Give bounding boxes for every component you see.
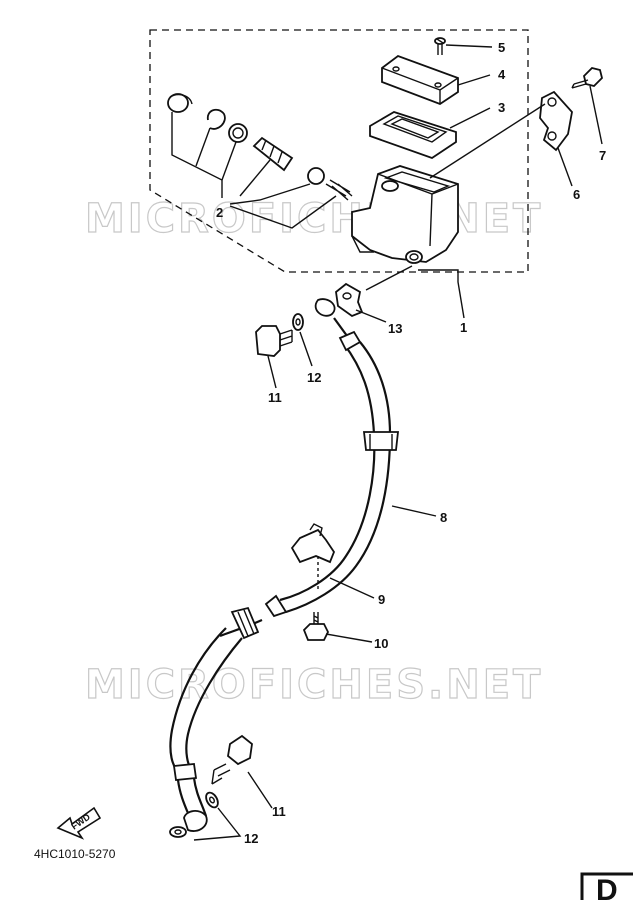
callout-12-lower: 12 — [244, 831, 258, 846]
callout-7: 7 — [599, 148, 606, 163]
callout-8: 8 — [440, 510, 447, 525]
callout-9: 9 — [378, 592, 385, 607]
part-brake-hose-8 — [169, 298, 400, 832]
callout-12-upper: 12 — [307, 370, 321, 385]
callout-4: 4 — [498, 67, 506, 82]
part-reservoir-cap-4 — [381, 54, 459, 106]
callout-5: 5 — [498, 40, 505, 55]
callout-3: 3 — [498, 100, 505, 115]
part-bracket-13 — [335, 282, 364, 318]
leader-lines — [193, 44, 603, 841]
callout-2: 2 — [216, 205, 223, 220]
part-union-bolt-11-upper — [255, 325, 293, 357]
part-union-bolt-11-lower — [211, 734, 253, 785]
callout-1: 1 — [460, 320, 467, 335]
part-master-cylinder-1 — [351, 165, 459, 264]
assembly-dashed-outline — [149, 29, 529, 273]
callout-11-lower: 11 — [272, 804, 286, 819]
part-washer-12-lower-b — [169, 826, 187, 838]
part-screw-5 — [434, 37, 446, 55]
watermark-top: MICROFICHES.NET — [85, 196, 543, 242]
watermark-bottom: MICROFICHES.NET — [85, 662, 543, 708]
callout-10: 10 — [374, 636, 388, 651]
page-letter-box: D — [580, 872, 633, 900]
diagram-code: 4HC1010-5270 — [34, 847, 116, 861]
part-holder-6 — [539, 90, 573, 152]
fwd-arrow-icon: FWD — [56, 806, 102, 840]
part-bolt-10 — [302, 612, 330, 641]
part-washer-12-lower-a — [205, 791, 219, 809]
part-washer-12-upper — [292, 313, 304, 331]
callout-6: 6 — [573, 187, 580, 202]
part-hose-guide-9 — [290, 523, 336, 590]
page-letter: D — [596, 874, 618, 900]
part-piston-kit-2 — [167, 93, 353, 229]
part-diaphragm-3 — [369, 111, 457, 159]
part-bolt-7 — [571, 67, 603, 89]
callout-13: 13 — [388, 321, 402, 336]
callout-11-upper: 11 — [268, 390, 282, 405]
